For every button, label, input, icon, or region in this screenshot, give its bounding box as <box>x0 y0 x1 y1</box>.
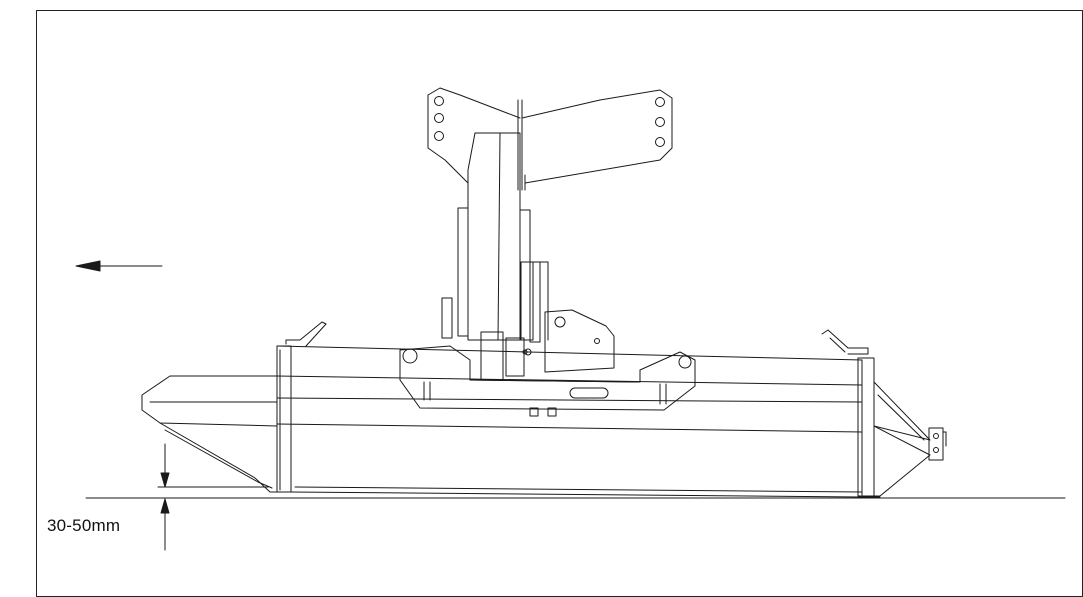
depth-dimension <box>158 444 268 550</box>
implement-body <box>142 346 946 497</box>
side-bracket <box>540 262 614 372</box>
central-mast <box>442 100 540 380</box>
border-frame <box>37 11 1083 597</box>
depth-dimension-label: 30-50mm <box>47 516 121 535</box>
travel-direction-arrow <box>76 261 162 271</box>
top-hitch-plate <box>428 88 672 190</box>
top-handles <box>286 322 868 354</box>
hitch-frame <box>400 346 695 416</box>
